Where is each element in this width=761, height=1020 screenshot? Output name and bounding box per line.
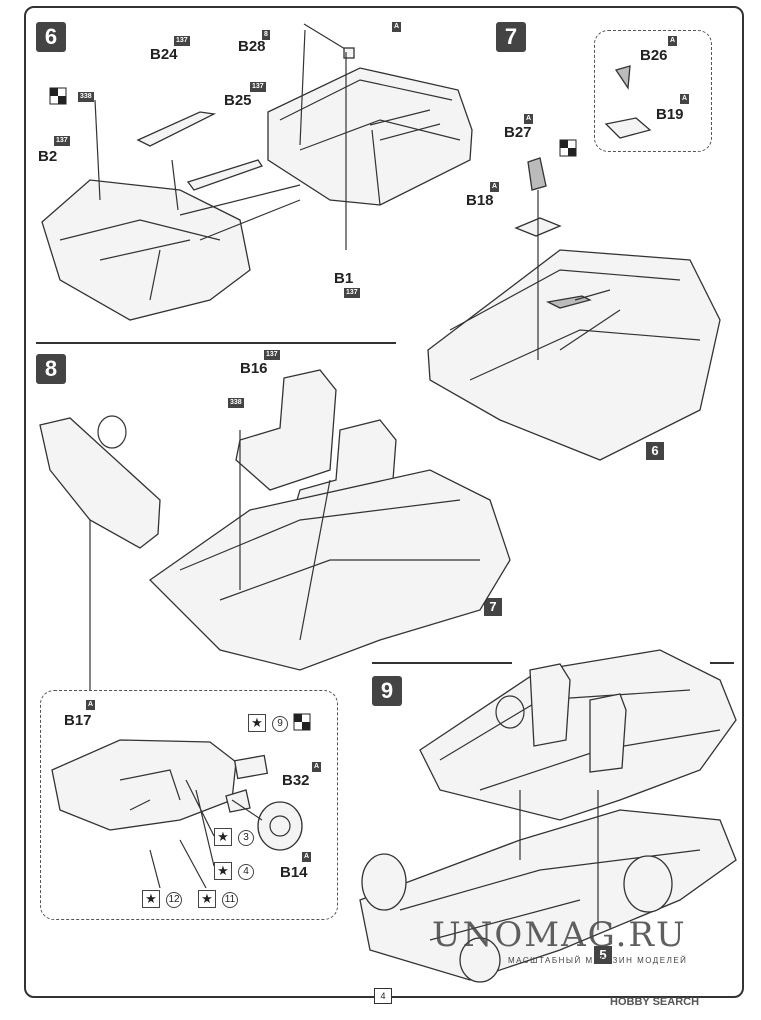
decal-number-12: 12 xyxy=(166,892,182,908)
b1-label: B1 xyxy=(334,270,354,287)
b28-label: B28 xyxy=(238,38,266,55)
watermark-subtitle: МАСШТАБНЫЙ МАГАЗИН МОДЕЛЕЙ xyxy=(508,956,688,965)
watermark-text: UNOMAG.RU xyxy=(432,915,687,955)
ref-step-7-badge: 7 xyxy=(484,598,502,616)
b26-tag: A xyxy=(668,36,678,46)
b18-tag: A xyxy=(490,182,500,192)
b27-label: B27 xyxy=(504,124,532,141)
dashboard-detail-box xyxy=(40,690,338,920)
color-flag-icon xyxy=(293,713,311,731)
step-9-badge: 9 xyxy=(372,676,402,706)
step-7-detail-box xyxy=(594,30,712,152)
color-338-tag: 338 xyxy=(78,92,94,102)
b26-label: B26 xyxy=(640,47,668,64)
b24-label: B24 xyxy=(150,46,178,63)
b32-label: B32 xyxy=(282,772,310,789)
step-6-badge: 6 xyxy=(36,22,66,52)
decal-number-3: 3 xyxy=(238,830,254,846)
divider-step-9 xyxy=(372,662,512,664)
b27-tag: A xyxy=(524,114,534,124)
b2-tag: 137 xyxy=(54,136,70,146)
ref-step-6-badge: 6 xyxy=(646,442,664,460)
b18-label: B18 xyxy=(466,192,494,209)
b28-tag-a: A xyxy=(392,22,402,32)
decal-star-icon: ★ xyxy=(198,890,216,908)
divider-step-8 xyxy=(36,342,396,344)
color-flag-icon xyxy=(559,139,577,157)
b24-tag: 137 xyxy=(174,36,190,46)
b19-tag: A xyxy=(680,94,690,104)
color-338-tag-8: 338 xyxy=(228,398,244,408)
b14-tag: A xyxy=(302,852,312,862)
step-8-badge: 8 xyxy=(36,354,66,384)
b28-tag: 8 xyxy=(262,30,270,40)
divider-step-9-right xyxy=(710,662,734,664)
b25-tag: 137 xyxy=(250,82,266,92)
b17-label: B17 xyxy=(64,712,92,729)
b19-label: B19 xyxy=(656,106,684,123)
b17-tag: A xyxy=(86,700,96,710)
b1-tag: 137 xyxy=(344,288,360,298)
decal-number-4: 4 xyxy=(238,864,254,880)
decal-star-icon: ★ xyxy=(214,828,232,846)
decal-star-icon: ★ xyxy=(248,714,266,732)
decal-number-9: 9 xyxy=(272,716,288,732)
b32-tag: A xyxy=(312,762,322,772)
page-number: 4 xyxy=(374,988,392,1004)
ref-step-5-badge: 5 xyxy=(594,946,612,964)
b16-label: B16 xyxy=(240,360,268,377)
decal-number-11: 11 xyxy=(222,892,238,908)
b16-tag: 137 xyxy=(264,350,280,360)
b14-label: B14 xyxy=(280,864,308,881)
decal-star-icon: ★ xyxy=(214,862,232,880)
step-7-badge: 7 xyxy=(496,22,526,52)
b2-label: B2 xyxy=(38,148,58,165)
decal-star-icon: ★ xyxy=(142,890,160,908)
color-flag-icon xyxy=(49,87,67,105)
source-credit: HOBBY SEARCH xyxy=(610,996,700,1008)
b25-label: B25 xyxy=(224,92,252,109)
